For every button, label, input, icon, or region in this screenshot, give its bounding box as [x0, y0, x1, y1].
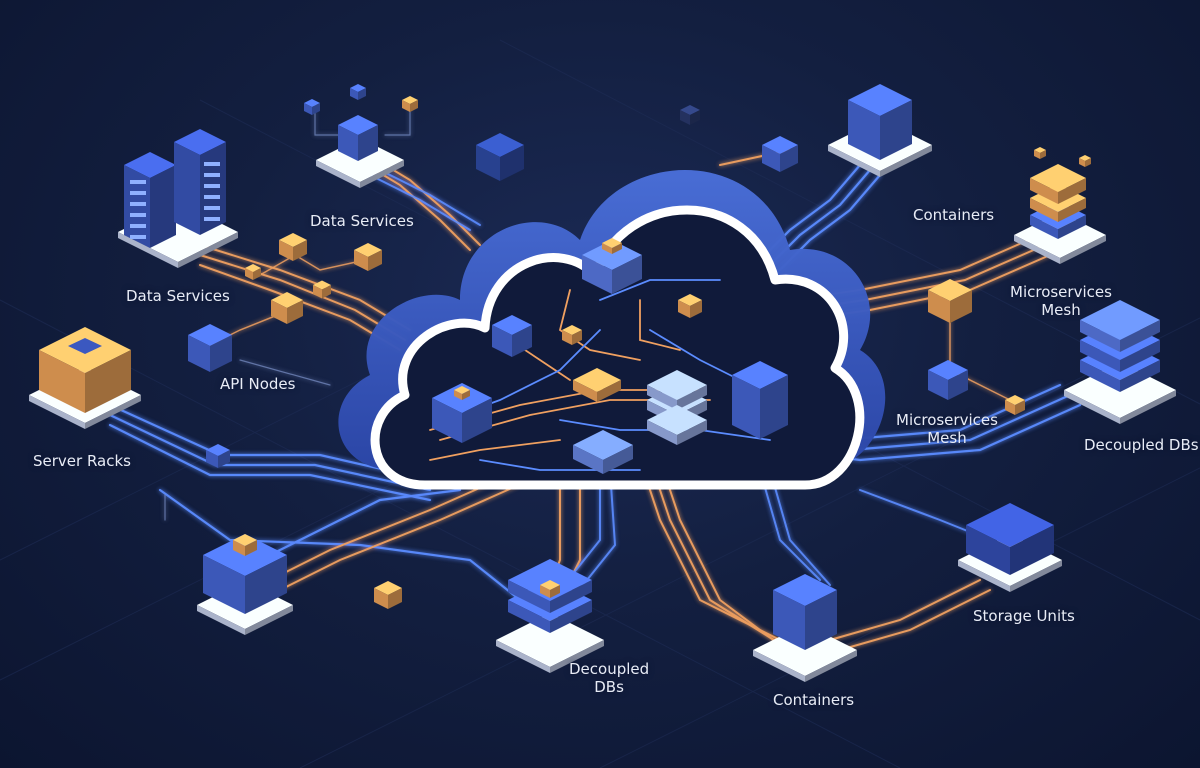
mesh-node-icon	[928, 279, 972, 323]
label-microservices-mesh-mid: Microservices Mesh	[896, 411, 998, 447]
cube-icon	[350, 84, 366, 100]
label-data-services-top: Data Services	[310, 212, 414, 230]
server-rack-icon	[29, 327, 141, 429]
server-rack-icon	[732, 361, 788, 439]
mesh-node-icon	[1079, 155, 1091, 167]
label-api-nodes: API Nodes	[220, 375, 296, 393]
storage-unit-icon	[958, 503, 1062, 592]
container-icon	[753, 574, 857, 682]
cube-icon	[680, 105, 700, 125]
mesh-node-icon	[245, 264, 261, 280]
cube-icon	[304, 99, 320, 115]
server-rack-icon	[118, 129, 238, 268]
mesh-node-icon	[1014, 164, 1106, 264]
cube-icon	[928, 360, 968, 400]
database-icon	[1064, 300, 1176, 424]
cube-icon	[316, 115, 404, 188]
label-microservices-mesh-right: Microservices Mesh	[1010, 283, 1112, 319]
mesh-node-icon	[573, 368, 621, 402]
cube-icon	[582, 238, 642, 294]
mesh-node-icon	[313, 280, 331, 299]
database-icon	[647, 370, 707, 445]
container-icon	[197, 534, 293, 635]
cube-icon	[188, 324, 232, 372]
cube-icon	[492, 315, 532, 357]
mesh-node-icon	[354, 243, 382, 271]
cube-icon	[432, 383, 492, 443]
label-decoupled-dbs-right: Decoupled DBs	[1084, 436, 1199, 454]
mesh-node-icon	[374, 581, 402, 609]
mesh-node-icon	[279, 233, 307, 261]
container-icon	[828, 84, 932, 177]
mesh-node-icon	[1005, 395, 1025, 415]
label-decoupled-dbs-bottom: Decoupled DBs	[569, 660, 650, 696]
cube-icon	[762, 136, 798, 172]
cube-icon	[562, 325, 582, 345]
label-containers-top: Containers	[913, 206, 995, 224]
cube-icon	[476, 133, 524, 181]
cube-icon	[206, 444, 230, 468]
cube-icon	[402, 96, 418, 112]
mesh-node-icon	[271, 292, 303, 324]
label-containers-bottom: Containers	[773, 691, 855, 709]
database-icon	[496, 559, 604, 673]
label-data-services-left: Data Services	[126, 287, 230, 305]
infrastructure-nodes	[29, 84, 1176, 682]
mesh-node-icon	[1034, 147, 1046, 159]
label-storage-units: Storage Units	[973, 607, 1075, 625]
label-server-racks: Server Racks	[33, 452, 131, 470]
database-icon	[573, 430, 633, 474]
cube-icon	[678, 294, 702, 318]
